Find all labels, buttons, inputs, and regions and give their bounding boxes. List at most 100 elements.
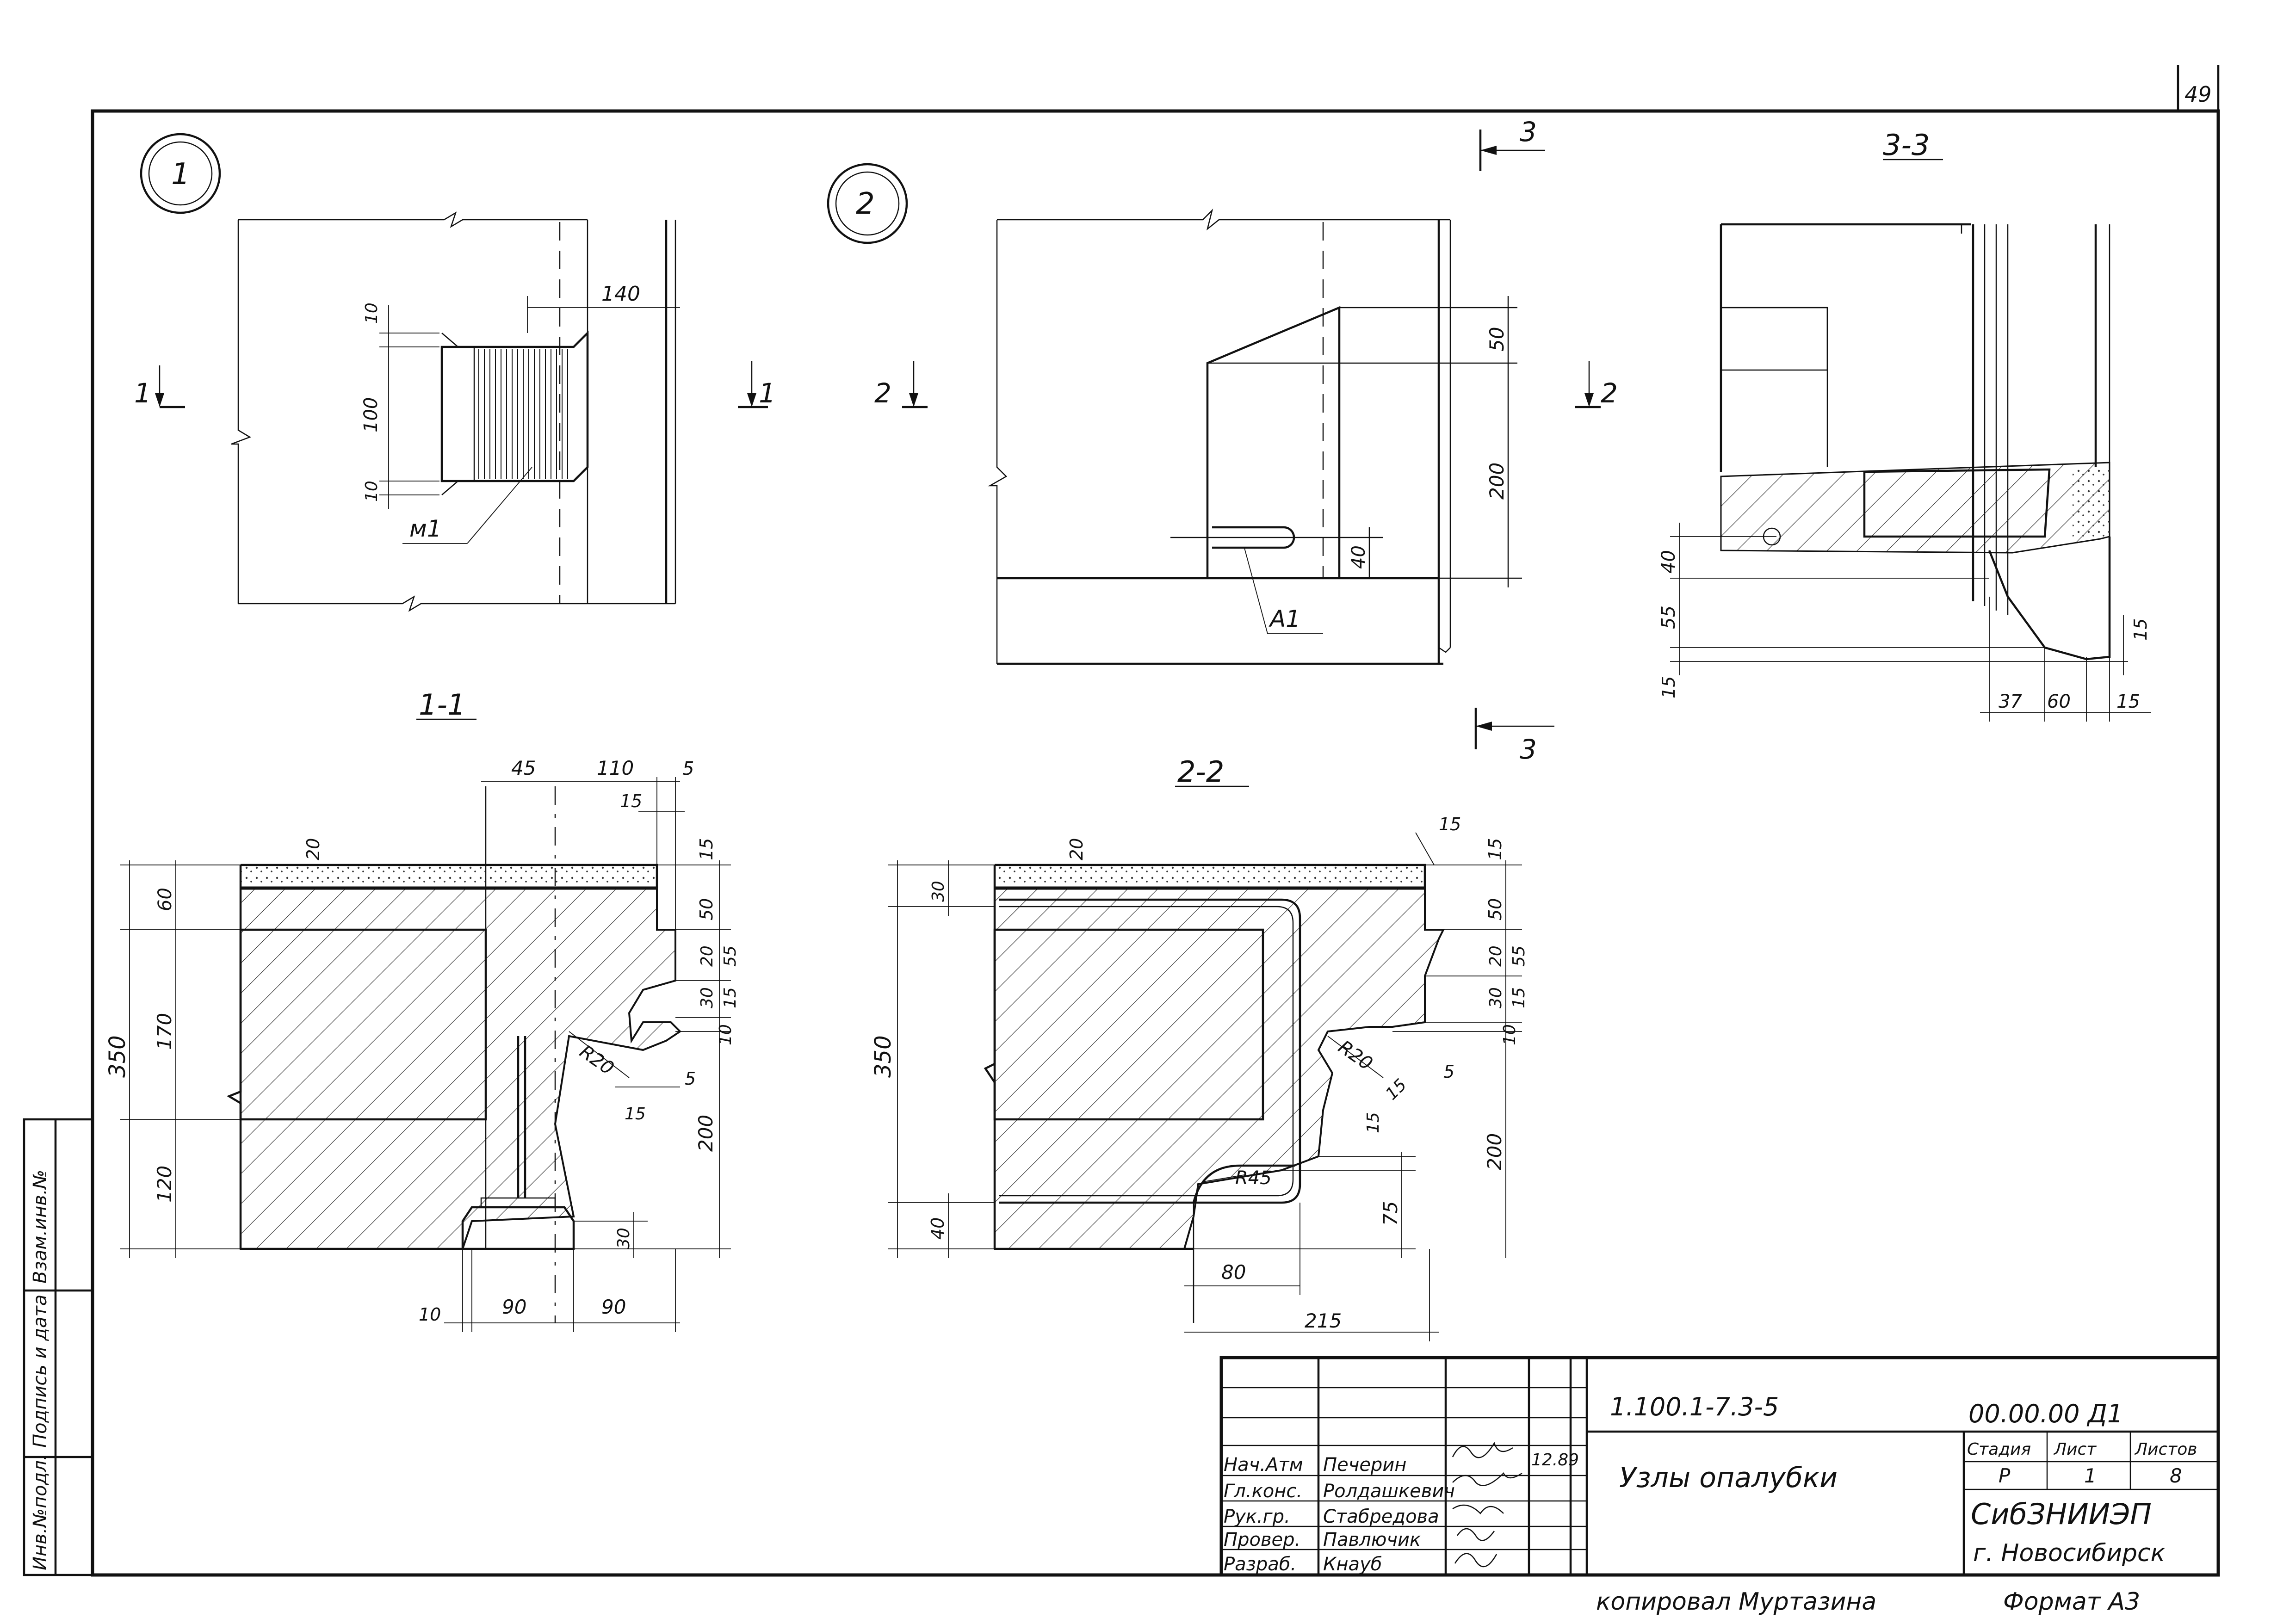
row-role-3: Рук.гр. bbox=[1224, 1506, 1290, 1527]
doc-title: Узлы опалубки bbox=[1619, 1462, 1838, 1494]
dim-s22-5: 5 bbox=[1443, 1062, 1454, 1082]
dim-s22-30: 30 bbox=[929, 881, 948, 902]
section-2-2-title: 2-2 bbox=[1177, 755, 1224, 789]
node-1-label: 1 bbox=[171, 157, 190, 191]
dim-s22-20b: 20 bbox=[1486, 945, 1505, 967]
dim-s11-110: 110 bbox=[597, 757, 634, 779]
org-name: СибЗНИИЭП bbox=[1971, 1497, 2152, 1531]
dim-n1-10b: 10 bbox=[362, 481, 381, 502]
row-name-3: Стабредова bbox=[1323, 1506, 1439, 1527]
row-name-4: Павлючик bbox=[1323, 1529, 1421, 1550]
sheets-label: Листов bbox=[2134, 1440, 2197, 1459]
stamp-replaced-inv: Взам.инв.№ bbox=[30, 1170, 51, 1284]
row-name-1: Печерин bbox=[1323, 1454, 1406, 1476]
dim-s22-50: 50 bbox=[1485, 898, 1505, 920]
dim-n2-50: 50 bbox=[1485, 327, 1508, 352]
dim-s22-10: 10 bbox=[1500, 1024, 1519, 1045]
dim-s11-10b: 10 bbox=[419, 1304, 441, 1325]
dim-s33-15b: 15 bbox=[2130, 618, 2151, 641]
row-role-5: Разраб. bbox=[1224, 1554, 1296, 1575]
section-3-3-view bbox=[1670, 159, 2151, 722]
dim-s11-15d: 15 bbox=[625, 1105, 646, 1124]
dim-s22-15c: 15 bbox=[1510, 987, 1528, 1008]
dim-s22-75: 75 bbox=[1379, 1201, 1402, 1226]
left-stamp bbox=[23, 1118, 94, 1576]
dim-n1-140: 140 bbox=[601, 282, 640, 306]
stage-label: Стадия bbox=[1967, 1440, 2031, 1459]
approval-date: 12.89 bbox=[1531, 1451, 1579, 1470]
sheet-value: 1 bbox=[2084, 1464, 2097, 1487]
row-name-2: Ролдашкевич bbox=[1323, 1481, 1455, 1502]
dim-s11-55: 55 bbox=[721, 945, 740, 967]
sheet-frame bbox=[91, 65, 2220, 1577]
node-1-marker bbox=[140, 133, 221, 214]
doc-code: 1.100.1-7.3-5 bbox=[1610, 1392, 1779, 1421]
dim-s22-215: 215 bbox=[1305, 1309, 1342, 1332]
section-1-1-view bbox=[120, 718, 731, 1332]
dim-s33-37: 37 bbox=[1999, 691, 2022, 712]
dim-s11-15c: 15 bbox=[721, 987, 740, 1008]
row-role-2: Гл.конс. bbox=[1224, 1481, 1302, 1502]
dim-s22-15a: 15 bbox=[1439, 814, 1461, 834]
signatures bbox=[1452, 1442, 1522, 1568]
dim-s22-20: 20 bbox=[1066, 838, 1087, 860]
section-1-1-title: 1-1 bbox=[419, 688, 465, 722]
dim-s22-200: 200 bbox=[1483, 1133, 1506, 1170]
cut-2-left: 2 bbox=[874, 377, 891, 409]
cut-3-top: 3 bbox=[1520, 116, 1537, 148]
page-number: 49 bbox=[2184, 82, 2212, 107]
dim-n2-200: 200 bbox=[1485, 463, 1508, 500]
cut-3-bottom: 3 bbox=[1520, 734, 1537, 765]
dim-n2-40: 40 bbox=[1348, 545, 1369, 569]
dim-s11-15a: 15 bbox=[620, 791, 642, 811]
dim-s22-15b: 15 bbox=[1485, 838, 1505, 860]
row-role-1: Нач.Атм bbox=[1224, 1454, 1303, 1476]
dim-s33-15a: 15 bbox=[1658, 676, 1679, 698]
row-role-4: Провер. bbox=[1224, 1529, 1300, 1550]
cut-1-right: 1 bbox=[759, 377, 776, 409]
dim-s22-r45: R45 bbox=[1235, 1167, 1272, 1189]
dim-s11-15b: 15 bbox=[696, 838, 717, 860]
dim-s22-55: 55 bbox=[1510, 945, 1528, 967]
section-2-2-view bbox=[888, 785, 1522, 1341]
dim-s22-80: 80 bbox=[1221, 1261, 1246, 1284]
dim-s11-30: 30 bbox=[698, 987, 717, 1008]
dim-s33-15c: 15 bbox=[2116, 691, 2140, 712]
node-1-view bbox=[155, 211, 768, 612]
dim-s22-15d: 15 bbox=[1382, 1075, 1410, 1104]
dim-s11-90a: 90 bbox=[502, 1296, 526, 1318]
org-city: г. Новосибирск bbox=[1973, 1539, 2166, 1567]
dim-s22-30b: 30 bbox=[1486, 987, 1505, 1008]
leader-a1: А1 bbox=[1269, 605, 1300, 632]
dim-s22-15e: 15 bbox=[1364, 1112, 1383, 1133]
dim-s11-120: 120 bbox=[153, 1166, 176, 1203]
dim-s22-350: 350 bbox=[870, 1035, 896, 1078]
dim-n1-10a: 10 bbox=[362, 303, 381, 324]
dim-s11-5b: 5 bbox=[685, 1068, 696, 1089]
dim-s11-50: 50 bbox=[696, 898, 717, 920]
cut-2-right: 2 bbox=[1601, 377, 1618, 409]
row-name-5: Кнауб bbox=[1323, 1554, 1382, 1575]
node-2-marker bbox=[827, 163, 908, 244]
sheets-value: 8 bbox=[2170, 1464, 2182, 1487]
node-2-view bbox=[902, 130, 1601, 749]
dim-s11-60: 60 bbox=[155, 888, 176, 911]
dim-s11-20: 20 bbox=[303, 838, 323, 860]
dim-s11-30b: 30 bbox=[614, 1228, 633, 1249]
dim-s33-60: 60 bbox=[2047, 691, 2071, 712]
stamp-signature-date: Подпись и дата bbox=[30, 1295, 51, 1448]
leader-m1: м1 bbox=[409, 515, 442, 542]
dim-s11-r20: R20 bbox=[575, 1041, 618, 1080]
dim-s11-170: 170 bbox=[153, 1013, 176, 1050]
dim-s11-350: 350 bbox=[105, 1035, 130, 1078]
cut-1-left: 1 bbox=[134, 377, 151, 409]
dim-s11-200: 200 bbox=[694, 1115, 717, 1152]
dim-s11-20b: 20 bbox=[698, 945, 717, 967]
dim-s11-5a: 5 bbox=[682, 758, 694, 779]
section-3-3-title: 3-3 bbox=[1883, 128, 1930, 162]
dim-s11-45: 45 bbox=[511, 757, 536, 779]
dim-n1-100: 100 bbox=[360, 397, 382, 432]
doc-number: 00.00.00 Д1 bbox=[1968, 1399, 2123, 1428]
sheet-label: Лист bbox=[2053, 1440, 2097, 1459]
